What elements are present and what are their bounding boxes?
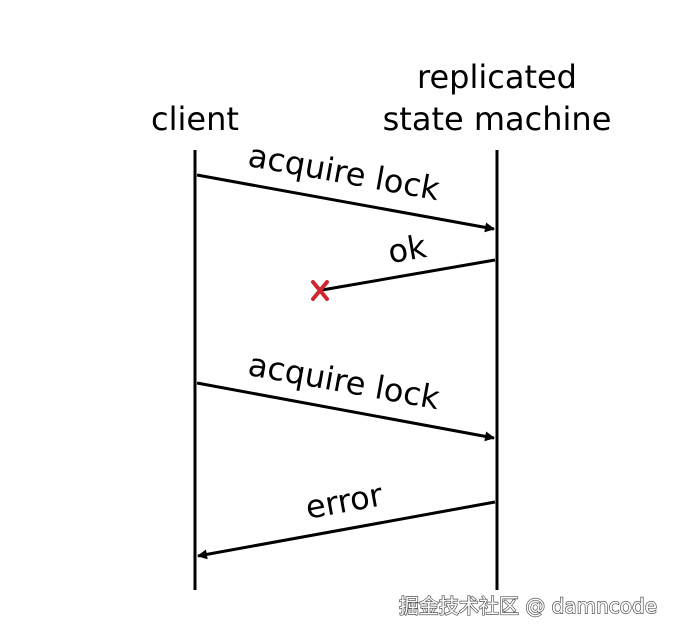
message-arrow-ok-lost [321, 258, 496, 292]
watermark-text: 掘金技术社区 @ damncode [399, 594, 657, 618]
message-arrow-acquire-lock-1 [196, 173, 495, 233]
client-label: client [151, 100, 239, 138]
message-label-acquire-lock-2: acquire lock [245, 345, 443, 417]
rsm-label-line1: replicated [417, 58, 577, 96]
message-label-ok: ok [385, 227, 429, 271]
lost-message-x-icon [311, 280, 329, 301]
rsm-label-line2: state machine [383, 100, 612, 138]
message-label-error: error [303, 475, 387, 526]
message-arrow-acquire-lock-2 [196, 381, 495, 442]
message-label-acquire-lock-1: acquire lock [245, 136, 443, 208]
message-arrow-error [197, 500, 496, 560]
